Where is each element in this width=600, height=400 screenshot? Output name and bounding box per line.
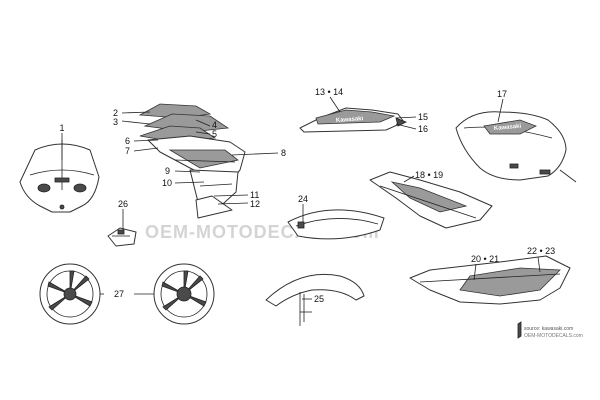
callout-26: 26 xyxy=(118,199,128,209)
side-cowl-decal-set xyxy=(138,103,246,219)
tail-cowl-decal-part: Kawasaki xyxy=(299,107,407,133)
small-bracket-part xyxy=(107,227,137,247)
callout-11: 11 xyxy=(250,190,259,200)
callout-8: 8 xyxy=(281,148,286,158)
source-site-text: OEM-MOTODECALS.com xyxy=(524,333,583,339)
rear-side-panel-part xyxy=(409,255,571,305)
callout-17: 17 xyxy=(497,89,507,99)
callout-16: 16 xyxy=(418,124,428,134)
leader-lines xyxy=(61,96,541,300)
source-credit: source: kawasaki.com OEM-MOTODECALS.com xyxy=(517,321,583,339)
callout-3: 3 xyxy=(113,117,118,127)
callout-12: 12 xyxy=(250,199,260,209)
callout-5: 5 xyxy=(212,129,217,139)
windscreen-part xyxy=(19,140,100,213)
callout-6: 6 xyxy=(125,136,130,146)
source-logo-icon xyxy=(517,321,522,339)
tank-decal-text: Kawasaki xyxy=(494,124,522,132)
seat-cowl-part xyxy=(369,171,493,229)
callout-15: 15 xyxy=(418,112,428,122)
callout-18-19: 18 • 19 xyxy=(415,170,443,180)
callout-27: 27 xyxy=(114,289,124,299)
callout-13-14: 13 • 14 xyxy=(315,87,343,97)
callout-25: 25 xyxy=(314,294,324,304)
source-credit-text: source: kawasaki.com xyxy=(524,326,573,332)
fuel-tank-part: Kawasaki xyxy=(455,111,577,183)
callout-24: 24 xyxy=(298,194,308,204)
callout-9: 9 xyxy=(165,166,170,176)
callout-1: 1 xyxy=(59,123,64,133)
rear-wheel-part xyxy=(153,263,215,325)
side-cowl-decal-text: Kawasaki xyxy=(336,116,364,124)
callout-7: 7 xyxy=(125,146,130,156)
callout-4: 4 xyxy=(212,120,217,130)
front-wheel-part xyxy=(39,263,101,325)
fender-upper-part xyxy=(287,209,385,240)
callout-labels: 1 2 3 4 5 6 7 8 9 10 11 12 13 • 14 15 16… xyxy=(59,87,555,304)
callout-22-23: 22 • 23 xyxy=(527,246,555,256)
callout-20-21: 20 • 21 xyxy=(471,254,499,264)
callout-10: 10 xyxy=(162,178,172,188)
callout-2: 2 xyxy=(113,108,118,118)
